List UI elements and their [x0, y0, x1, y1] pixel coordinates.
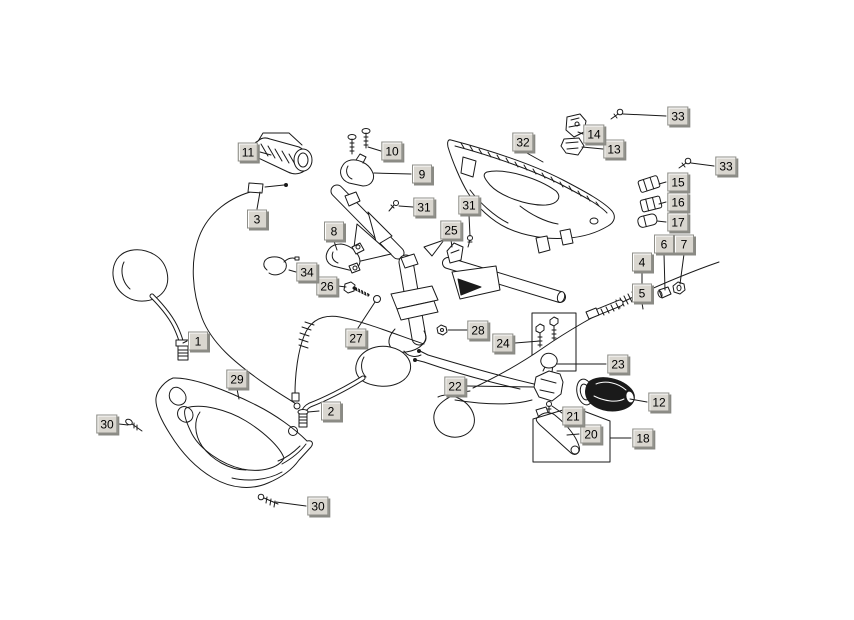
- part-label-3: 3: [247, 209, 267, 229]
- throttle-cable-drawing: [473, 262, 719, 388]
- leader-lines: [119, 114, 714, 506]
- part-label-33: 33: [667, 106, 689, 126]
- part-label-31: 31: [458, 195, 480, 215]
- part-label-17: 17: [667, 212, 689, 232]
- brake-lever-assembly-drawing: [534, 353, 579, 454]
- part-label-23: 23: [607, 354, 629, 374]
- upper-cable-drawing: [193, 183, 300, 409]
- rear-cover-drawing: [156, 378, 313, 487]
- part-label-1: 1: [188, 331, 208, 351]
- clamp-lower-drawing: [326, 243, 364, 273]
- part-label-22: 22: [444, 376, 466, 396]
- part-label-14: 14: [583, 124, 605, 144]
- clamp-upper-drawing: [341, 154, 374, 186]
- part-label-33: 33: [715, 156, 737, 176]
- part-label-34: 34: [296, 262, 318, 282]
- part-label-20: 20: [580, 424, 602, 444]
- bolt-26-drawing: [344, 282, 368, 296]
- left-mirror-drawing: [113, 250, 190, 360]
- part-label-24: 24: [492, 333, 514, 353]
- part-label-25: 25: [440, 220, 462, 240]
- top-cover-drawing: [448, 140, 615, 253]
- right-grip-drawing: [574, 378, 635, 411]
- part-label-12: 12: [648, 392, 670, 412]
- part-label-2: 2: [321, 401, 341, 421]
- part-label-15: 15: [667, 172, 689, 192]
- group-box-18: [533, 407, 610, 462]
- part-label-26: 26: [316, 276, 338, 296]
- handlebar-tube-drawing: [337, 191, 566, 356]
- wire-34-drawing: [264, 257, 299, 275]
- part-label-4: 4: [632, 252, 652, 272]
- part-label-29: 29: [226, 369, 248, 389]
- ring-27-drawing: [374, 296, 381, 303]
- column-cable-drawing: [292, 316, 424, 401]
- part-label-5: 5: [632, 283, 652, 303]
- group-box-24: [532, 313, 576, 371]
- part-label-10: 10: [381, 141, 403, 161]
- part-label-11: 11: [237, 142, 259, 162]
- part-label-6: 6: [654, 234, 674, 254]
- part-label-21: 21: [562, 406, 584, 426]
- bolts-24-drawing: [536, 317, 558, 347]
- part-label-30: 30: [307, 496, 329, 516]
- screws-10-drawing: [348, 129, 370, 155]
- right-mirror-drawing: [298, 346, 411, 427]
- part-label-30: 30: [96, 414, 118, 434]
- part-label-31: 31: [413, 197, 435, 217]
- brackets-13-14-drawing: [561, 114, 586, 155]
- part-label-8: 8: [324, 221, 344, 241]
- part-label-28: 28: [467, 320, 489, 340]
- screws-30-drawing: [125, 418, 278, 507]
- part-label-27: 27: [345, 328, 367, 348]
- part-label-18: 18: [632, 428, 654, 448]
- part-label-16: 16: [667, 192, 689, 212]
- part-label-7: 7: [674, 234, 694, 254]
- part-label-13: 13: [603, 139, 625, 159]
- nut-28-drawing: [437, 325, 447, 335]
- part-label-32: 32: [512, 132, 534, 152]
- part-label-9: 9: [412, 164, 432, 184]
- clips-15-16-17-drawing: [637, 175, 662, 228]
- screws-33-31-drawing: [389, 109, 691, 247]
